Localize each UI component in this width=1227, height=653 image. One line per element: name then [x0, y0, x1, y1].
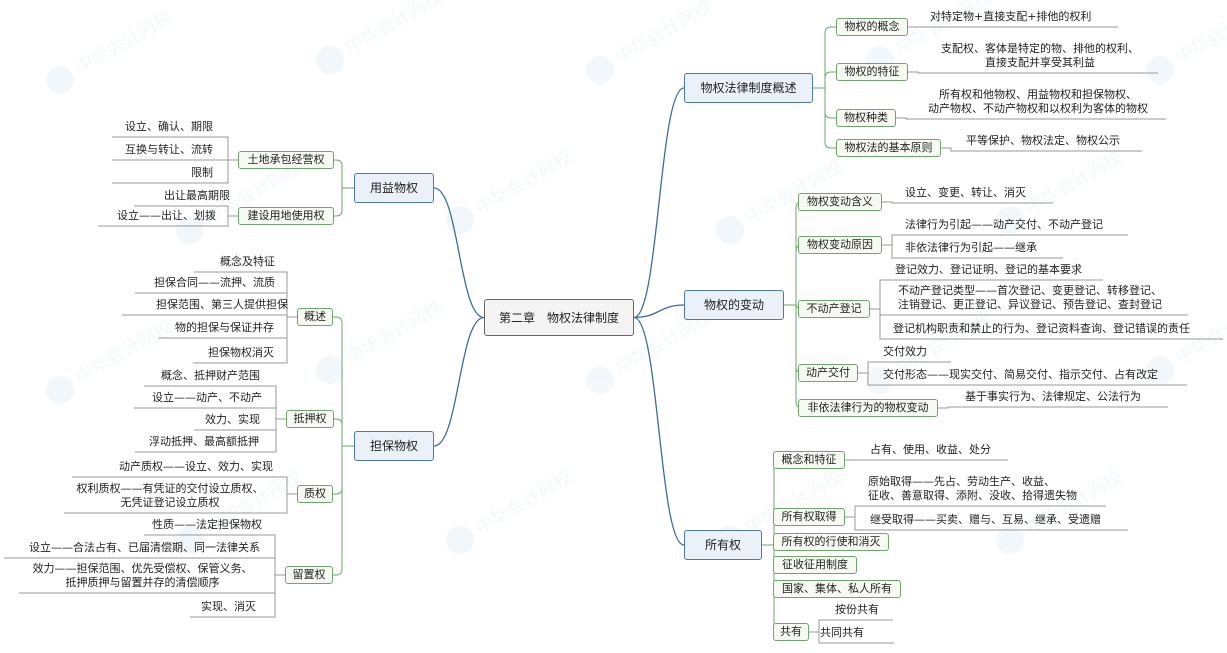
topic-left-1-1[interactable]: 抵押权 — [286, 410, 334, 428]
topic-right-1-1[interactable]: 物权变动原因 — [798, 236, 882, 254]
leaf-right-1-3-1: 交付形态——现实交付、简易交付、指示交付、占有改定 — [883, 368, 1158, 381]
leaf-left-1-2-1: 权利质权——有凭证的交付设立质权、 无凭证登记设立质权 — [76, 482, 264, 509]
topic-right-0-0[interactable]: 物权的概念 — [836, 18, 908, 36]
leaf-left-0-1-0: 出让最高期限 — [164, 189, 230, 202]
branch-left-1[interactable]: 担保物权 — [354, 431, 434, 461]
leaf-left-1-0-3: 物的担保与保证并存 — [175, 321, 274, 334]
leaf-right-1-1-1: 非依法律行为引起——继承 — [905, 241, 1037, 254]
topic-right-2-2[interactable]: 所有权的行使和消灭 — [773, 533, 889, 551]
topic-right-2-3[interactable]: 征收征用制度 — [773, 556, 857, 574]
leaf-right-1-1-0: 法律行为引起——动产交付、不动产登记 — [905, 218, 1103, 231]
topic-left-1-0[interactable]: 概述 — [297, 308, 333, 326]
leaf-right-2-0-0: 占有、使用、收益、处分 — [870, 443, 991, 456]
topic-right-2-0[interactable]: 概念和特征 — [773, 451, 845, 469]
leaf-left-1-0-4: 担保物权消灭 — [208, 346, 274, 359]
topic-right-1-3[interactable]: 动产交付 — [798, 364, 858, 382]
leaf-right-1-2-1: 不动产登记类型——首次登记、变更登记、转移登记、 注销登记、更正登记、异议登记、… — [898, 284, 1162, 311]
topic-right-2-5[interactable]: 共有 — [773, 623, 809, 641]
leaf-right-1-3-0: 交付效力 — [883, 345, 927, 358]
topic-right-1-2[interactable]: 不动产登记 — [798, 300, 870, 318]
topic-right-0-2[interactable]: 物权种类 — [836, 109, 896, 127]
leaf-right-2-5-0: 按份共有 — [835, 603, 879, 616]
leaf-left-1-0-0: 概念及特征 — [220, 255, 275, 268]
topic-left-1-2[interactable]: 质权 — [297, 485, 333, 503]
leaf-right-2-1-0: 原始取得——先占、劳动生产、收益、 征收、善意取得、添附、没收、拾得遗失物 — [868, 475, 1077, 502]
connector-lines — [4, 26, 1223, 644]
topic-right-2-1[interactable]: 所有权取得 — [773, 508, 845, 526]
leaf-left-1-3-3: 实现、消灭 — [201, 600, 256, 613]
leaf-right-1-2-2: 登记机构职责和禁止的行为、登记资料查询、登记错误的责任 — [893, 322, 1190, 335]
leaf-left-1-3-0: 性质——法定担保物权 — [152, 518, 262, 531]
leaf-left-0-1-1: 设立——出让、划拨 — [117, 209, 216, 222]
leaf-left-1-1-0: 概念、抵押财产范围 — [161, 369, 260, 382]
leaf-left-1-1-2: 效力、实现 — [205, 413, 260, 426]
branch-right-1[interactable]: 物权的变动 — [684, 290, 784, 320]
leaf-right-0-3-0: 平等保护、物权法定、物权公示 — [966, 134, 1120, 147]
branch-right-0[interactable]: 物权法律制度概述 — [684, 73, 813, 103]
topic-left-0-0[interactable]: 土地承包经营权 — [238, 151, 334, 169]
leaf-right-2-5-1: 共同共有 — [820, 626, 864, 639]
leaf-left-1-1-1: 设立——动产、不动产 — [152, 391, 262, 404]
branch-right-2[interactable]: 所有权 — [684, 530, 762, 560]
leaf-left-1-2-0: 动产质权——设立、效力、实现 — [119, 460, 273, 473]
topic-left-1-3[interactable]: 留置权 — [285, 566, 333, 584]
leaf-left-0-0-0: 设立、确认、期限 — [125, 120, 213, 133]
leaf-left-1-0-1: 担保合同——流押、流质 — [154, 276, 275, 289]
root-node[interactable]: 第二章 物权法律制度 — [484, 299, 634, 336]
topic-right-1-0[interactable]: 物权变动含义 — [798, 193, 882, 211]
leaf-right-0-2-0: 所有权和他物权、用益物权和担保物权、 动产物权、不动产物权和以权利为客体的物权 — [928, 88, 1148, 115]
leaf-left-1-0-2: 担保范围、第三人提供担保 — [156, 298, 288, 311]
leaf-left-0-0-1: 互换与转让、流转 — [125, 143, 213, 156]
topic-right-0-3[interactable]: 物权法的基本原则 — [836, 139, 941, 157]
topic-left-0-1[interactable]: 建设用地使用权 — [238, 207, 334, 225]
topic-right-2-4[interactable]: 国家、集体、私人所有 — [773, 580, 901, 598]
leaf-right-0-1-0: 支配权、客体是特定的物、排他的权利、 直接支配并享受其利益 — [941, 42, 1139, 69]
leaf-left-1-3-2: 效力——担保范围、优先受偿权、保管义务、 抵押质押与留置并存的清偿顺序 — [32, 562, 253, 589]
leaf-right-1-0-0: 设立、变更、转让、消灭 — [905, 186, 1026, 199]
branch-left-0[interactable]: 用益物权 — [354, 173, 434, 203]
leaf-left-1-3-1: 设立——合法占有、已届清偿期、同一法律关系 — [29, 541, 260, 554]
leaf-right-2-1-1: 继受取得——买卖、赠与、互易、继承、受遗赠 — [870, 513, 1101, 526]
leaf-right-1-4-0: 基于事实行为、法律规定、公法行为 — [965, 390, 1141, 403]
leaf-right-0-0-0: 对特定物+直接支配+排他的权利 — [930, 10, 1092, 23]
topic-right-1-4[interactable]: 非依法律行为的物权变动 — [798, 399, 938, 417]
leaf-right-1-2-0: 登记效力、登记证明、登记的基本要求 — [895, 263, 1082, 276]
topic-right-0-1[interactable]: 物权的特征 — [836, 63, 908, 81]
leaf-left-1-1-3: 浮动抵押、最高额抵押 — [149, 435, 259, 448]
leaf-left-0-0-2: 限制 — [191, 166, 213, 179]
